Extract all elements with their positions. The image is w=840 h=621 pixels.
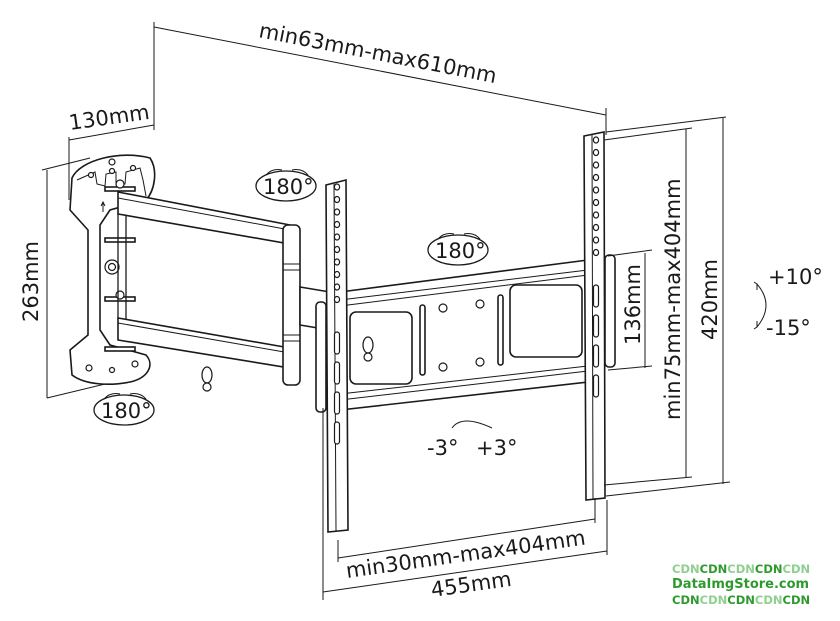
- bracket-swivel-label: 180°: [435, 239, 486, 263]
- dimension-hole-spacing-136: 136mm: [607, 249, 653, 371]
- rail-hole: [592, 211, 600, 219]
- dimension-wall-plate-height: 263mm: [19, 157, 131, 399]
- wm-cdn: CDN: [783, 593, 811, 607]
- cross-bar: [339, 259, 589, 411]
- rail-hole: [333, 295, 341, 304]
- dimension-vertical-hole-spacing: min75mm-max404mm: [603, 127, 693, 486]
- rail-hole: [333, 283, 341, 291]
- rail-hole: [592, 236, 600, 244]
- vertical-hole-spacing-label: min75mm-max404mm: [661, 178, 685, 420]
- tilt-indicator: +10° -15°: [753, 265, 823, 340]
- rail-hole: [592, 223, 600, 232]
- wm-cdn: CDN: [755, 593, 783, 607]
- dimension-horizontal-hole-spacing: min30mm-max404mm: [337, 498, 596, 583]
- rotate-arrow-icon: [103, 393, 121, 400]
- rotate-arrow-icon: [437, 233, 455, 240]
- wm-cdn: CDN: [727, 593, 755, 607]
- right-rail: [583, 131, 616, 501]
- tilt-down-label: -15°: [766, 316, 811, 340]
- rail-hole: [333, 245, 341, 254]
- wm-cdn: CDN: [672, 593, 700, 607]
- hole-spacing-136-label: 136mm: [621, 264, 645, 345]
- wm-cdn: CDN: [700, 593, 728, 607]
- rail-hole: [333, 195, 341, 204]
- dimension-bracket-height: 420mm: [605, 116, 731, 497]
- rail-hole: [333, 258, 341, 266]
- rail-hole: [592, 136, 600, 144]
- rail-slot: [333, 331, 341, 355]
- rail-hole: [592, 173, 600, 182]
- level-arrow-icon: [451, 420, 493, 429]
- extension-label: min63mm-max610mm: [257, 18, 499, 88]
- left-rail: [315, 178, 349, 533]
- rail-slot: [592, 344, 600, 368]
- rail-hole: [333, 183, 341, 191]
- rail-slot: [592, 314, 600, 338]
- level-plus-label: +3°: [476, 436, 517, 460]
- rail-hole: [592, 198, 600, 207]
- level-minus-label: -3°: [427, 436, 458, 460]
- svg-text:CDNCDNCDNCDNCDN: CDNCDNCDNCDNCDN: [672, 593, 810, 607]
- rotation-badge-bracket: 180°: [427, 233, 489, 266]
- rail-slot: [333, 391, 341, 415]
- wall-plate-width-label: 130mm: [67, 100, 151, 135]
- rail-slot: [333, 421, 341, 445]
- wm-cdn: CDN: [783, 562, 811, 576]
- rail-slot: [592, 374, 600, 398]
- wall-plate-height-label: 263mm: [19, 241, 43, 322]
- wall-swivel-label: 180°: [101, 399, 152, 423]
- up-arrow-icon: [100, 200, 106, 212]
- watermark-site: DataImgStore.com: [672, 577, 809, 592]
- watermark: CDNCDNCDNCDNCDN DataImgStore.com CDNCDNC…: [672, 562, 810, 607]
- rail-hole: [333, 270, 341, 279]
- rotate-arrow-icon: [265, 169, 283, 176]
- rail-slot: [592, 284, 600, 308]
- level-indicator: -3° +3°: [427, 420, 517, 460]
- rotation-badge-wall: 180°: [93, 393, 155, 426]
- wm-cdn: CDN: [700, 562, 728, 576]
- arm-swivel-label: 180°: [263, 175, 314, 199]
- wm-cdn: CDN: [755, 562, 783, 576]
- rotation-badge-arm: 180°: [255, 169, 317, 202]
- svg-text:CDNCDNCDNCDNCDN: CDNCDNCDNCDNCDN: [672, 562, 810, 576]
- tilt-arrow-icon: [756, 283, 767, 328]
- rail-slot: [333, 361, 341, 385]
- wm-cdn: CDN: [672, 562, 700, 576]
- rail-hole: [592, 148, 600, 157]
- bracket-width-label: 455mm: [429, 567, 513, 602]
- rail-hole: [333, 208, 341, 216]
- tilt-up-label: +10°: [768, 265, 823, 289]
- dimension-extension: min63mm-max610mm: [153, 18, 607, 135]
- rail-hole: [592, 248, 600, 257]
- wall-plate: [69, 154, 156, 385]
- rail-hole: [333, 233, 341, 241]
- wm-cdn: CDN: [727, 562, 755, 576]
- bracket-height-label: 420mm: [698, 259, 722, 340]
- rail-hole: [333, 220, 341, 229]
- rail-hole: [592, 186, 600, 194]
- rail-hole: [592, 161, 600, 169]
